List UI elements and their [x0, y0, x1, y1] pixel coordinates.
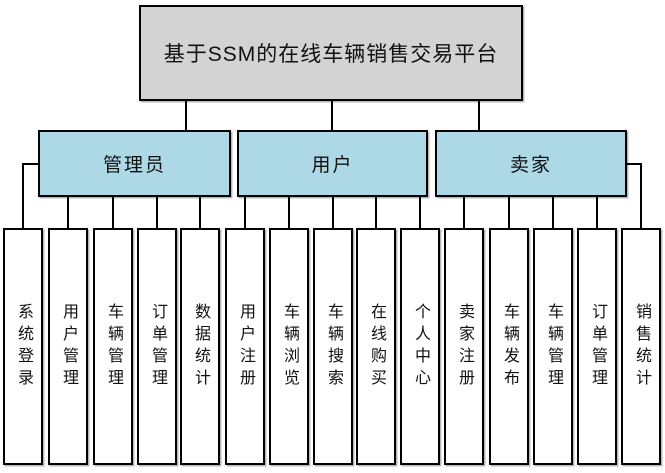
leaf-node-seller-register: 卖家注册: [444, 228, 484, 465]
connector-line: [199, 197, 201, 228]
connector-line: [331, 101, 333, 130]
leaf-label: 车辆搜索: [325, 302, 342, 391]
leaf-node-sales-statistics: 销售统计: [621, 228, 661, 465]
leaf-node-vehicle-management-seller: 车辆管理: [533, 228, 573, 465]
leaf-label: 车辆管理: [545, 302, 562, 391]
leaf-node-order-management-seller: 订单管理: [577, 228, 617, 465]
connector-line: [67, 197, 69, 228]
leaf-label: 订单管理: [149, 302, 166, 391]
leaf-node-vehicle-publish: 车辆发布: [489, 228, 529, 465]
connector-line: [156, 197, 158, 228]
leaf-node-online-purchase: 在线购买: [356, 228, 396, 465]
connector-line: [596, 197, 598, 228]
connector-line: [185, 101, 187, 130]
leaf-label: 订单管理: [589, 302, 606, 391]
connector-line: [375, 197, 377, 228]
leaf-node-vehicle-search: 车辆搜索: [313, 228, 353, 465]
connector-line: [112, 197, 114, 228]
leaf-node-vehicle-management: 车辆管理: [93, 228, 133, 465]
connector-line: [288, 197, 290, 228]
connector-line: [627, 163, 642, 165]
leaf-label: 销售统计: [633, 302, 650, 391]
connector-line: [332, 197, 334, 228]
connector-line: [508, 197, 510, 228]
leaf-label: 车辆浏览: [281, 302, 298, 391]
leaf-label: 数据统计: [192, 302, 209, 391]
branch-node-admin: 管理员: [38, 130, 231, 197]
leaf-label: 卖家注册: [456, 302, 473, 391]
connector-line: [22, 163, 38, 165]
leaf-label: 用户注册: [237, 302, 254, 391]
connector-line: [419, 197, 421, 228]
root-node-title: 基于SSM的在线车辆销售交易平台: [139, 5, 523, 101]
leaf-node-data-statistics: 数据统计: [180, 228, 220, 465]
leaf-node-order-management: 订单管理: [137, 228, 177, 465]
leaf-label: 车辆发布: [501, 302, 518, 391]
leaf-label: 在线购买: [368, 302, 385, 391]
leaf-node-user-register: 用户注册: [225, 228, 265, 465]
leaf-node-vehicle-browse: 车辆浏览: [269, 228, 309, 465]
connector-line: [640, 163, 642, 228]
leaf-node-system-login: 系统登录: [3, 228, 43, 465]
leaf-label: 个人中心: [412, 302, 429, 391]
leaf-label: 车辆管理: [105, 302, 122, 391]
leaf-node-user-management: 用户管理: [48, 228, 88, 465]
leaf-label: 系统登录: [15, 302, 32, 391]
connector-line: [244, 197, 246, 228]
connector-line: [478, 101, 480, 130]
leaf-node-personal-center: 个人中心: [400, 228, 440, 465]
branch-node-user: 用户: [237, 130, 428, 197]
connector-line: [552, 197, 554, 228]
leaf-label: 用户管理: [60, 302, 77, 391]
connector-line: [463, 197, 465, 228]
branch-node-seller: 卖家: [435, 130, 627, 197]
connector-line: [22, 163, 24, 228]
